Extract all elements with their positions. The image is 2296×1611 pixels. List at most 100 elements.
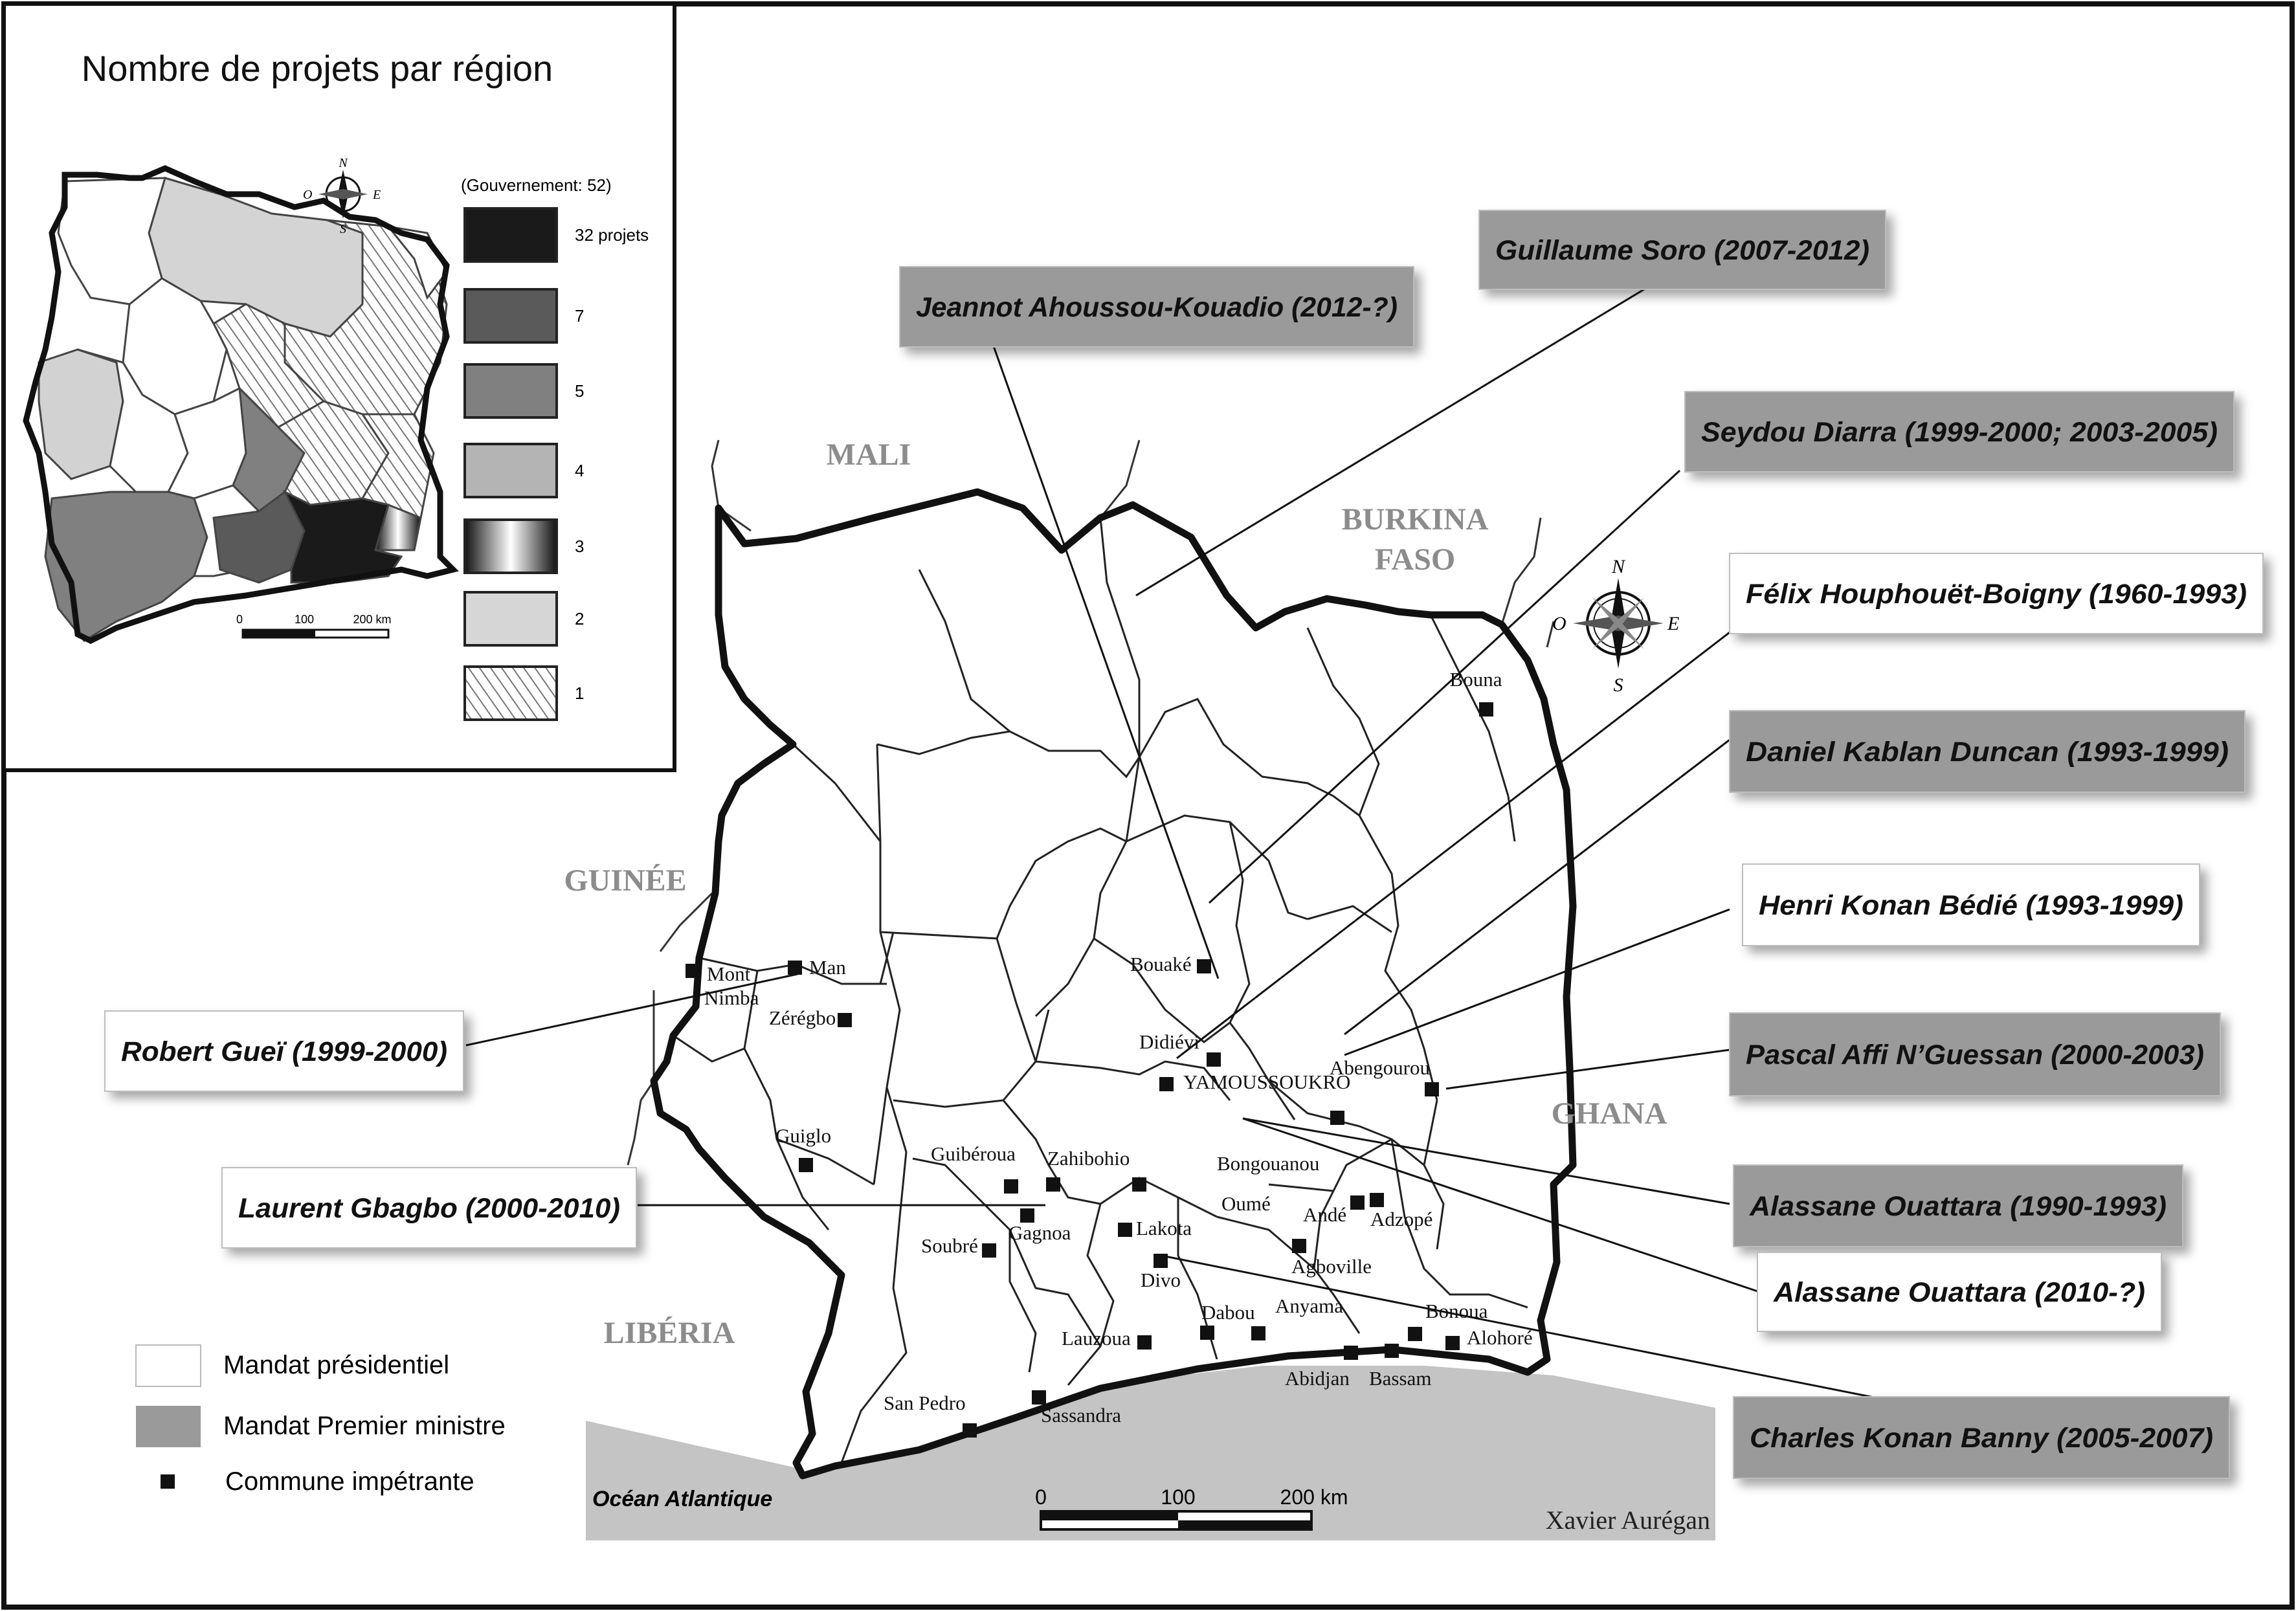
callout-box [1684,391,2235,472]
commune-marker-adzope [1370,1193,1384,1207]
city-label-lakota: Lakota [1136,1217,1192,1239]
city-label-zeregbo: Zérégbo [769,1006,836,1029]
country-burkina: BURKINA [1342,502,1489,537]
ocean-label: Océan Atlantique [592,1487,772,1511]
legend-pm: Mandat Premier ministre [223,1412,506,1440]
callout-affi: Pascal Affi N’Guessan (2000-2003) [1729,1012,2221,1096]
svg-text:N: N [338,156,348,170]
commune-marker-alohore [1445,1336,1460,1350]
svg-text:200 km: 200 km [353,613,391,626]
callout-box [104,1010,464,1092]
city-label-sassandra: Sassandra [1041,1404,1121,1427]
commune-marker-abidjan [1344,1346,1358,1360]
legend-presidential: Mandat présidentiel [223,1351,449,1379]
svg-text:S: S [1614,674,1623,696]
inset-legend-swatch [463,288,558,344]
commune-marker-didievi [1207,1052,1221,1067]
callout-box [1742,863,2200,946]
inset-legend-swatch [463,518,558,574]
city-label-dabou: Dabou [1201,1301,1255,1324]
callout-label: Seydou Diarra (1999-2000; 2003-2005) [1701,417,2218,448]
commune-marker-bassam [1385,1344,1399,1358]
callout-box [221,1167,637,1249]
svg-text:E: E [1667,613,1679,634]
callout-label: Henri Konan Bédié (1993-1999) [1759,890,2183,921]
inset-legend-label: 7 [575,306,584,326]
city-label-agboville: Agboville [1291,1255,1372,1278]
inset-legend-swatch [463,665,558,721]
callout-box [1729,710,2246,793]
inset-legend-label: 5 [575,381,584,401]
inset-legend-swatch [463,207,558,263]
svg-text:O: O [303,188,312,202]
commune-marker-lakota [1118,1223,1132,1237]
inset-map: Nombre de projets par région [2,2,676,772]
commune-marker-lauzoua [1137,1335,1152,1350]
city-label-zahibohio: Zahibohio [1047,1147,1130,1170]
main-legend: Mandat présidentiel Mandat Premier minis… [135,1344,506,1496]
svg-text:E: E [372,188,381,202]
city-label-man: Man [809,956,846,979]
callout-ouattara-pres: Alassane Ouattara (2010-?) [1757,1252,2162,1332]
legend-commune: Commune impétrante [225,1467,474,1496]
commune-marker-agboville [1292,1239,1306,1253]
city-label-abengourou: Abengourou [1330,1056,1430,1079]
inset-legend-swatch [463,591,558,647]
callout-label: Jeannot Ahoussou-Kouadio (2012-?) [916,292,1398,323]
city-label-mont-nimba-2: Nimba [704,986,759,1009]
commune-marker-bonoua [1408,1327,1422,1341]
callout-soro: Guillaume Soro (2007-2012) [1478,210,1886,290]
commune-marker-san-pedro [963,1423,977,1438]
callout-duncan: Daniel Kablan Duncan (1993-1999) [1729,710,2246,793]
commune-marker-bouake [1197,959,1211,973]
leader-lines [465,288,1878,1399]
scale-zero: 0 [1035,1485,1047,1509]
inset-title: Nombre de projets par région [82,48,553,89]
callout-box [1733,1396,2230,1479]
svg-text:S: S [340,222,346,236]
inset-regions [38,177,448,642]
callout-box [1729,553,2264,634]
commune-marker-bouna [1479,702,1493,717]
commune-marker-abengourou [1425,1082,1439,1096]
inset-legend-swatch [463,363,558,419]
city-label-bouna: Bouna [1450,668,1502,691]
inset-border [23,165,459,645]
country-labels: MALI BURKINA FASO GUINÉE LIBÉRIA GHANA [564,438,1667,1350]
country-mali: MALI [827,438,911,472]
city-layer: BounaManMontNimbaZérégboBouakéDidiéviYAM… [685,668,1533,1438]
callout-bedie: Henri Konan Bédié (1993-1999) [1742,863,2200,946]
city-label-lauzoua: Lauzoua [1062,1327,1131,1350]
city-label-oume: Oumé [1221,1192,1271,1215]
inset-scale-bar: 0 100 200 km [236,613,392,639]
callout-label: Pascal Affi N’Guessan (2000-2003) [1746,1039,2204,1071]
commune-marker-dabou [1200,1326,1214,1340]
inset-legend-label: 32 projets [575,225,649,245]
scale-end: 200 km [1280,1485,1348,1509]
cote-divoire [654,492,1573,1476]
legend-swatch-pm [136,1406,201,1447]
author-credit: Xavier Aurégan [1546,1505,1710,1535]
city-label-didievi: Didiévi [1139,1030,1199,1053]
callout-label: Alassane Ouattara (2010-?) [1773,1277,2145,1308]
commune-marker-zeregbo [838,1013,852,1027]
city-label-anyama: Anyama [1275,1294,1343,1317]
city-label-divo: Divo [1141,1269,1181,1291]
commune-marker-bongouanou [1330,1111,1344,1125]
commune-marker-oume [1132,1177,1146,1192]
city-label-guiglo: Guiglo [775,1124,831,1147]
city-label-san-pedro: San Pedro [884,1392,966,1414]
compass-rose: N S E O [1552,556,1679,696]
inset-legend-label: 1 [575,683,584,703]
callout-box [899,266,1414,348]
city-label-soubre: Soubré [921,1234,978,1257]
country-burkina-2: FASO [1375,542,1455,577]
callout-ouattara-pm: Alassane Ouattara (1990-1993) [1733,1164,2183,1247]
callout-banny: Charles Konan Banny (2005-2007) [1733,1396,2230,1479]
commune-marker-guiberoua [1004,1179,1018,1194]
callout-ahoussou: Jeannot Ahoussou-Kouadio (2012-?) [899,266,1414,348]
legend-commune-marker [161,1474,175,1489]
inset-legend-label: 2 [575,609,584,628]
